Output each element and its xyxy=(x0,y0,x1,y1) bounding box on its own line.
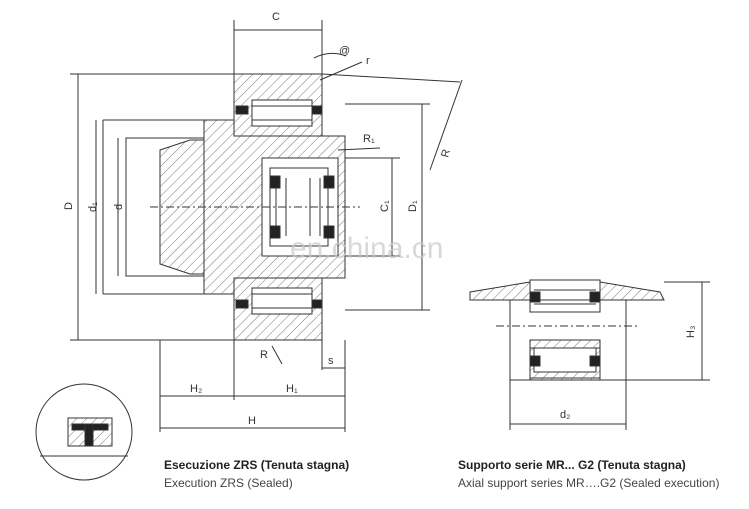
main-bearing-section xyxy=(70,20,463,432)
dim-label-R: R xyxy=(439,148,453,159)
dim-label-s: s xyxy=(328,355,334,367)
dim-label-H2: H₂ xyxy=(190,383,202,395)
caption-left-italian: Esecuzione ZRS (Tenuta stagna) xyxy=(164,458,350,472)
dim-label-at: @ xyxy=(339,45,350,57)
dim-label-D1: D₁ xyxy=(407,200,419,212)
dim-label-H1: H₁ xyxy=(286,383,298,395)
caption-left-english: Execution ZRS (Sealed) xyxy=(164,476,293,490)
dim-label-D: D xyxy=(63,202,75,210)
watermark: en.china.cn xyxy=(290,232,443,265)
dim-label-H3: H₃ xyxy=(685,326,697,338)
dim-label-d: d xyxy=(113,204,125,210)
dim-label-d1: d₁ xyxy=(87,202,99,212)
dim-label-R1: R₁ xyxy=(363,133,375,145)
dim-label-C1: C₁ xyxy=(379,200,391,212)
dim-label-R-small: R xyxy=(260,349,268,361)
dim-label-H: H xyxy=(248,415,256,427)
seal-detail-circle xyxy=(35,383,133,481)
dim-label-r: r xyxy=(366,55,370,67)
axial-support-section xyxy=(469,279,710,430)
caption-right-english: Axial support series MR….G2 (Sealed exec… xyxy=(458,476,720,490)
dim-label-d2: d₂ xyxy=(560,409,570,421)
caption-right-italian: Supporto serie MR... G2 (Tenuta stagna) xyxy=(458,458,686,472)
dim-label-C: C xyxy=(272,11,280,23)
